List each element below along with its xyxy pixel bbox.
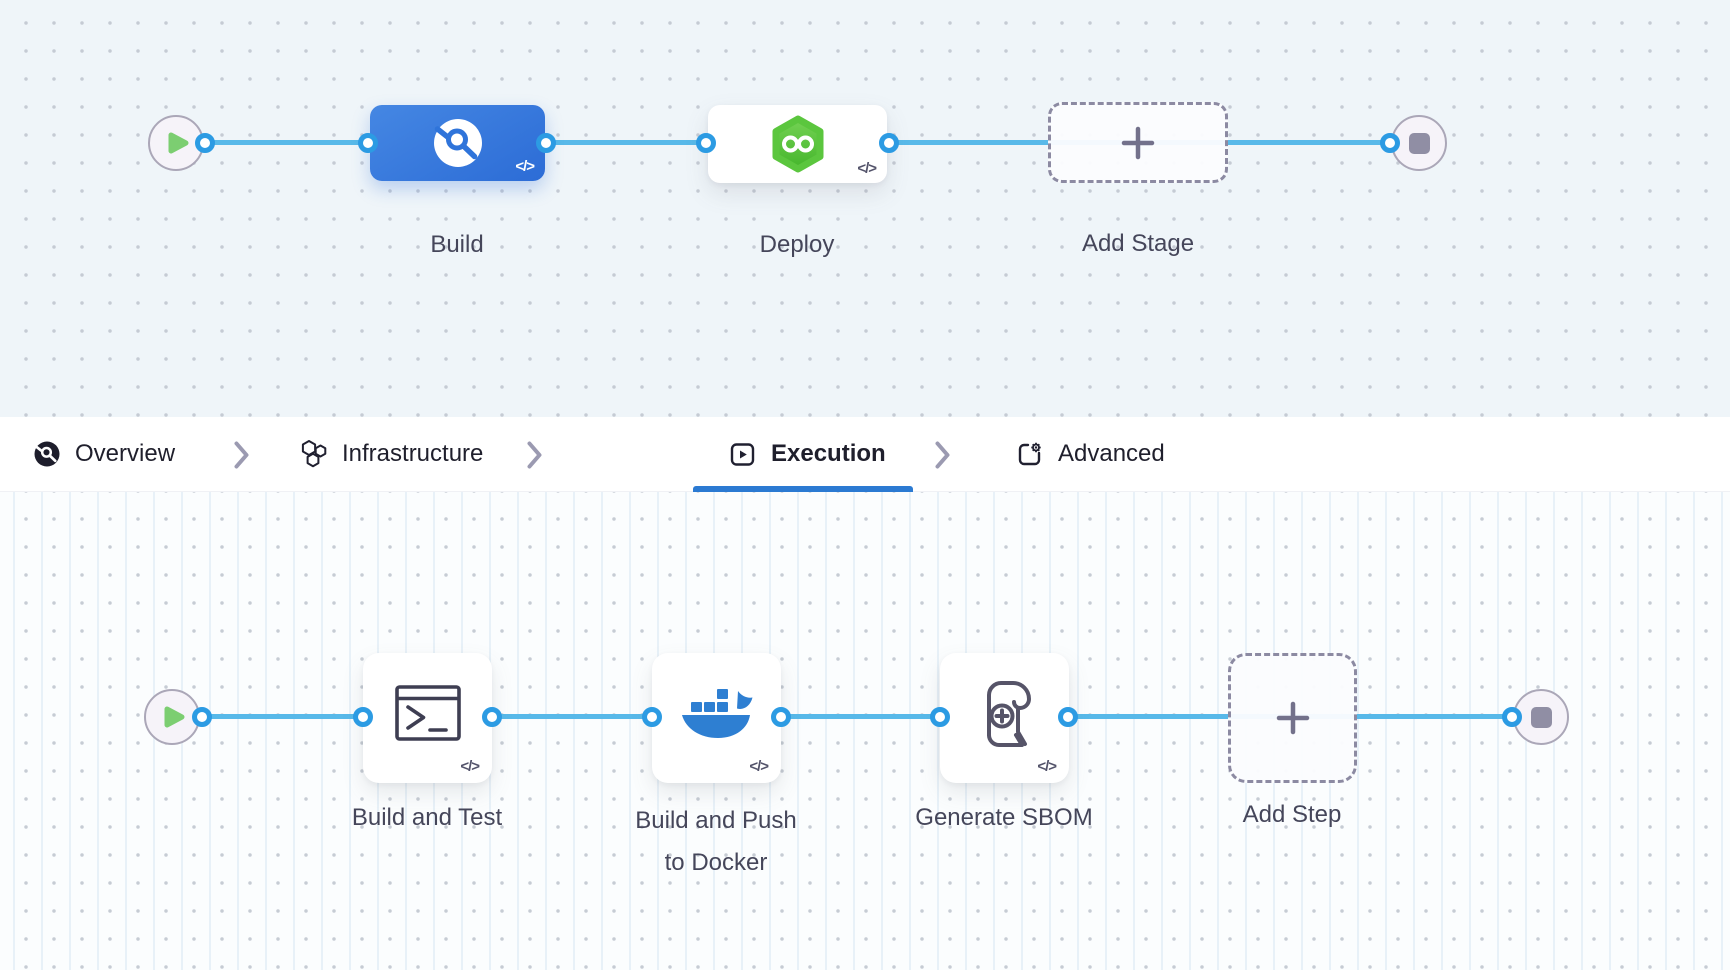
tab-label: Advanced <box>1058 440 1165 467</box>
tab-label: Execution <box>771 440 886 467</box>
step-card-build-and-push-docker[interactable]: </> <box>652 653 781 783</box>
stage-label-build: Build <box>430 231 484 258</box>
steps-end-node[interactable] <box>1513 689 1569 745</box>
stage-config-tab-bar: Overview Infrastructure Execution <box>0 417 1730 492</box>
pipeline-start-node[interactable] <box>148 115 204 171</box>
chevron-right-icon <box>526 440 543 470</box>
play-square-icon <box>729 441 756 468</box>
tab-overview[interactable]: Overview <box>34 417 175 491</box>
step-label-build-and-test: Build and Test <box>351 804 503 831</box>
tab-label: Overview <box>75 440 176 467</box>
overview-circle-icon <box>34 441 60 467</box>
steps-start-node[interactable] <box>144 689 200 745</box>
connector-port[interactable] <box>1058 707 1078 727</box>
plus-icon <box>1275 700 1311 736</box>
code-chevrons-icon[interactable]: </> <box>460 758 480 775</box>
stage-card-build[interactable]: </> <box>370 105 545 181</box>
connector-port[interactable] <box>353 707 373 727</box>
code-chevrons-icon[interactable]: </> <box>749 758 769 775</box>
stop-icon <box>1408 132 1430 154</box>
tab-infrastructure[interactable]: Infrastructure <box>299 417 483 491</box>
connector-port[interactable] <box>1380 133 1400 153</box>
chevron-right-icon <box>934 440 951 470</box>
stop-icon <box>1530 706 1552 728</box>
connector-port[interactable] <box>879 133 899 153</box>
plus-icon <box>1120 125 1156 161</box>
connector-port[interactable] <box>192 707 212 727</box>
code-chevrons-icon[interactable]: </> <box>857 160 877 177</box>
connector-port[interactable] <box>195 133 215 153</box>
scroll-plus-icon <box>972 678 1038 750</box>
add-stage-button[interactable] <box>1048 102 1228 183</box>
connector-port[interactable] <box>642 707 662 727</box>
step-card-build-and-test[interactable]: </> <box>363 653 492 783</box>
connector-port[interactable] <box>771 707 791 727</box>
play-icon <box>167 131 190 155</box>
step-label-build-and-push-docker: Build and Push to Docker <box>635 807 797 876</box>
connector-port[interactable] <box>1502 707 1522 727</box>
play-icon <box>163 705 186 729</box>
active-tab-underline <box>693 486 913 492</box>
stage-label-deploy: Deploy <box>759 231 835 258</box>
docker-whale-icon <box>679 687 755 743</box>
connector-port[interactable] <box>696 133 716 153</box>
tab-execution[interactable]: Execution <box>729 417 886 491</box>
stage-card-deploy[interactable]: </> <box>708 105 887 183</box>
code-chevrons-icon[interactable]: </> <box>1037 758 1057 775</box>
step-label-add-step: Add Step <box>1242 801 1342 828</box>
add-step-button[interactable] <box>1228 653 1357 783</box>
ci-build-icon <box>433 118 483 168</box>
step-card-generate-sbom[interactable]: </> <box>940 653 1069 783</box>
connector-port[interactable] <box>482 707 502 727</box>
step-label-generate-sbom: Generate SBOM <box>915 804 1093 831</box>
connector-port[interactable] <box>930 707 950 727</box>
connector-port[interactable] <box>358 133 378 153</box>
tab-label: Infrastructure <box>342 440 484 467</box>
connector-port[interactable] <box>536 133 556 153</box>
stage-graph-canvas[interactable]: </> </> Build Deploy Add Sta <box>0 0 1730 417</box>
chevron-right-icon <box>233 440 250 470</box>
connector-line <box>202 714 1512 719</box>
pipeline-end-node[interactable] <box>1391 115 1447 171</box>
cd-hexagon-infinity-icon <box>769 115 827 173</box>
gear-square-icon <box>1016 441 1043 468</box>
tab-advanced[interactable]: Advanced <box>1016 417 1165 491</box>
code-chevrons-icon[interactable]: </> <box>515 158 535 175</box>
hexagons-icon <box>299 440 327 468</box>
terminal-icon <box>394 685 461 741</box>
step-graph-canvas[interactable]: </> </> <box>0 492 1730 970</box>
stage-label-add-stage: Add Stage <box>1081 230 1195 257</box>
